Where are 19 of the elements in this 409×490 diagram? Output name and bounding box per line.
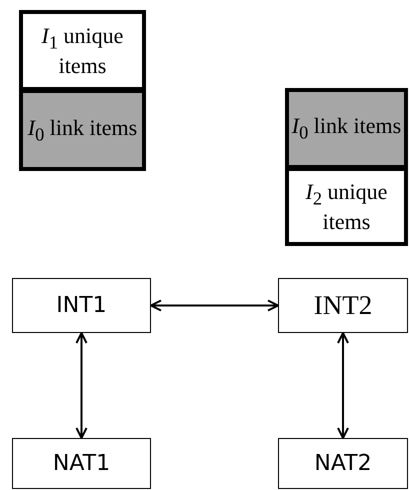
- node-label: I$_{2}$ unique items: [304, 178, 388, 234]
- node-label: NAT1: [52, 450, 110, 476]
- node-label: I$_{0}$ link items: [292, 113, 402, 144]
- node-label: INT1: [56, 292, 107, 318]
- double-arrow: [150, 300, 279, 312]
- item-box: [19, 89, 146, 171]
- process-box: [12, 278, 151, 333]
- item-box: [19, 10, 146, 91]
- process-box: [278, 278, 408, 333]
- double-arrow: [76, 332, 88, 439]
- item-box: [285, 88, 408, 169]
- process-box: [12, 438, 151, 489]
- double-arrow: [337, 332, 349, 439]
- process-box: [278, 438, 408, 489]
- item-box: [285, 167, 408, 246]
- node-label: I$_{1}$ unique items: [40, 22, 124, 78]
- node-label: NAT2: [314, 450, 372, 476]
- node-label: I$_{0}$ link items: [28, 114, 138, 146]
- node-label: INT2: [314, 290, 372, 322]
